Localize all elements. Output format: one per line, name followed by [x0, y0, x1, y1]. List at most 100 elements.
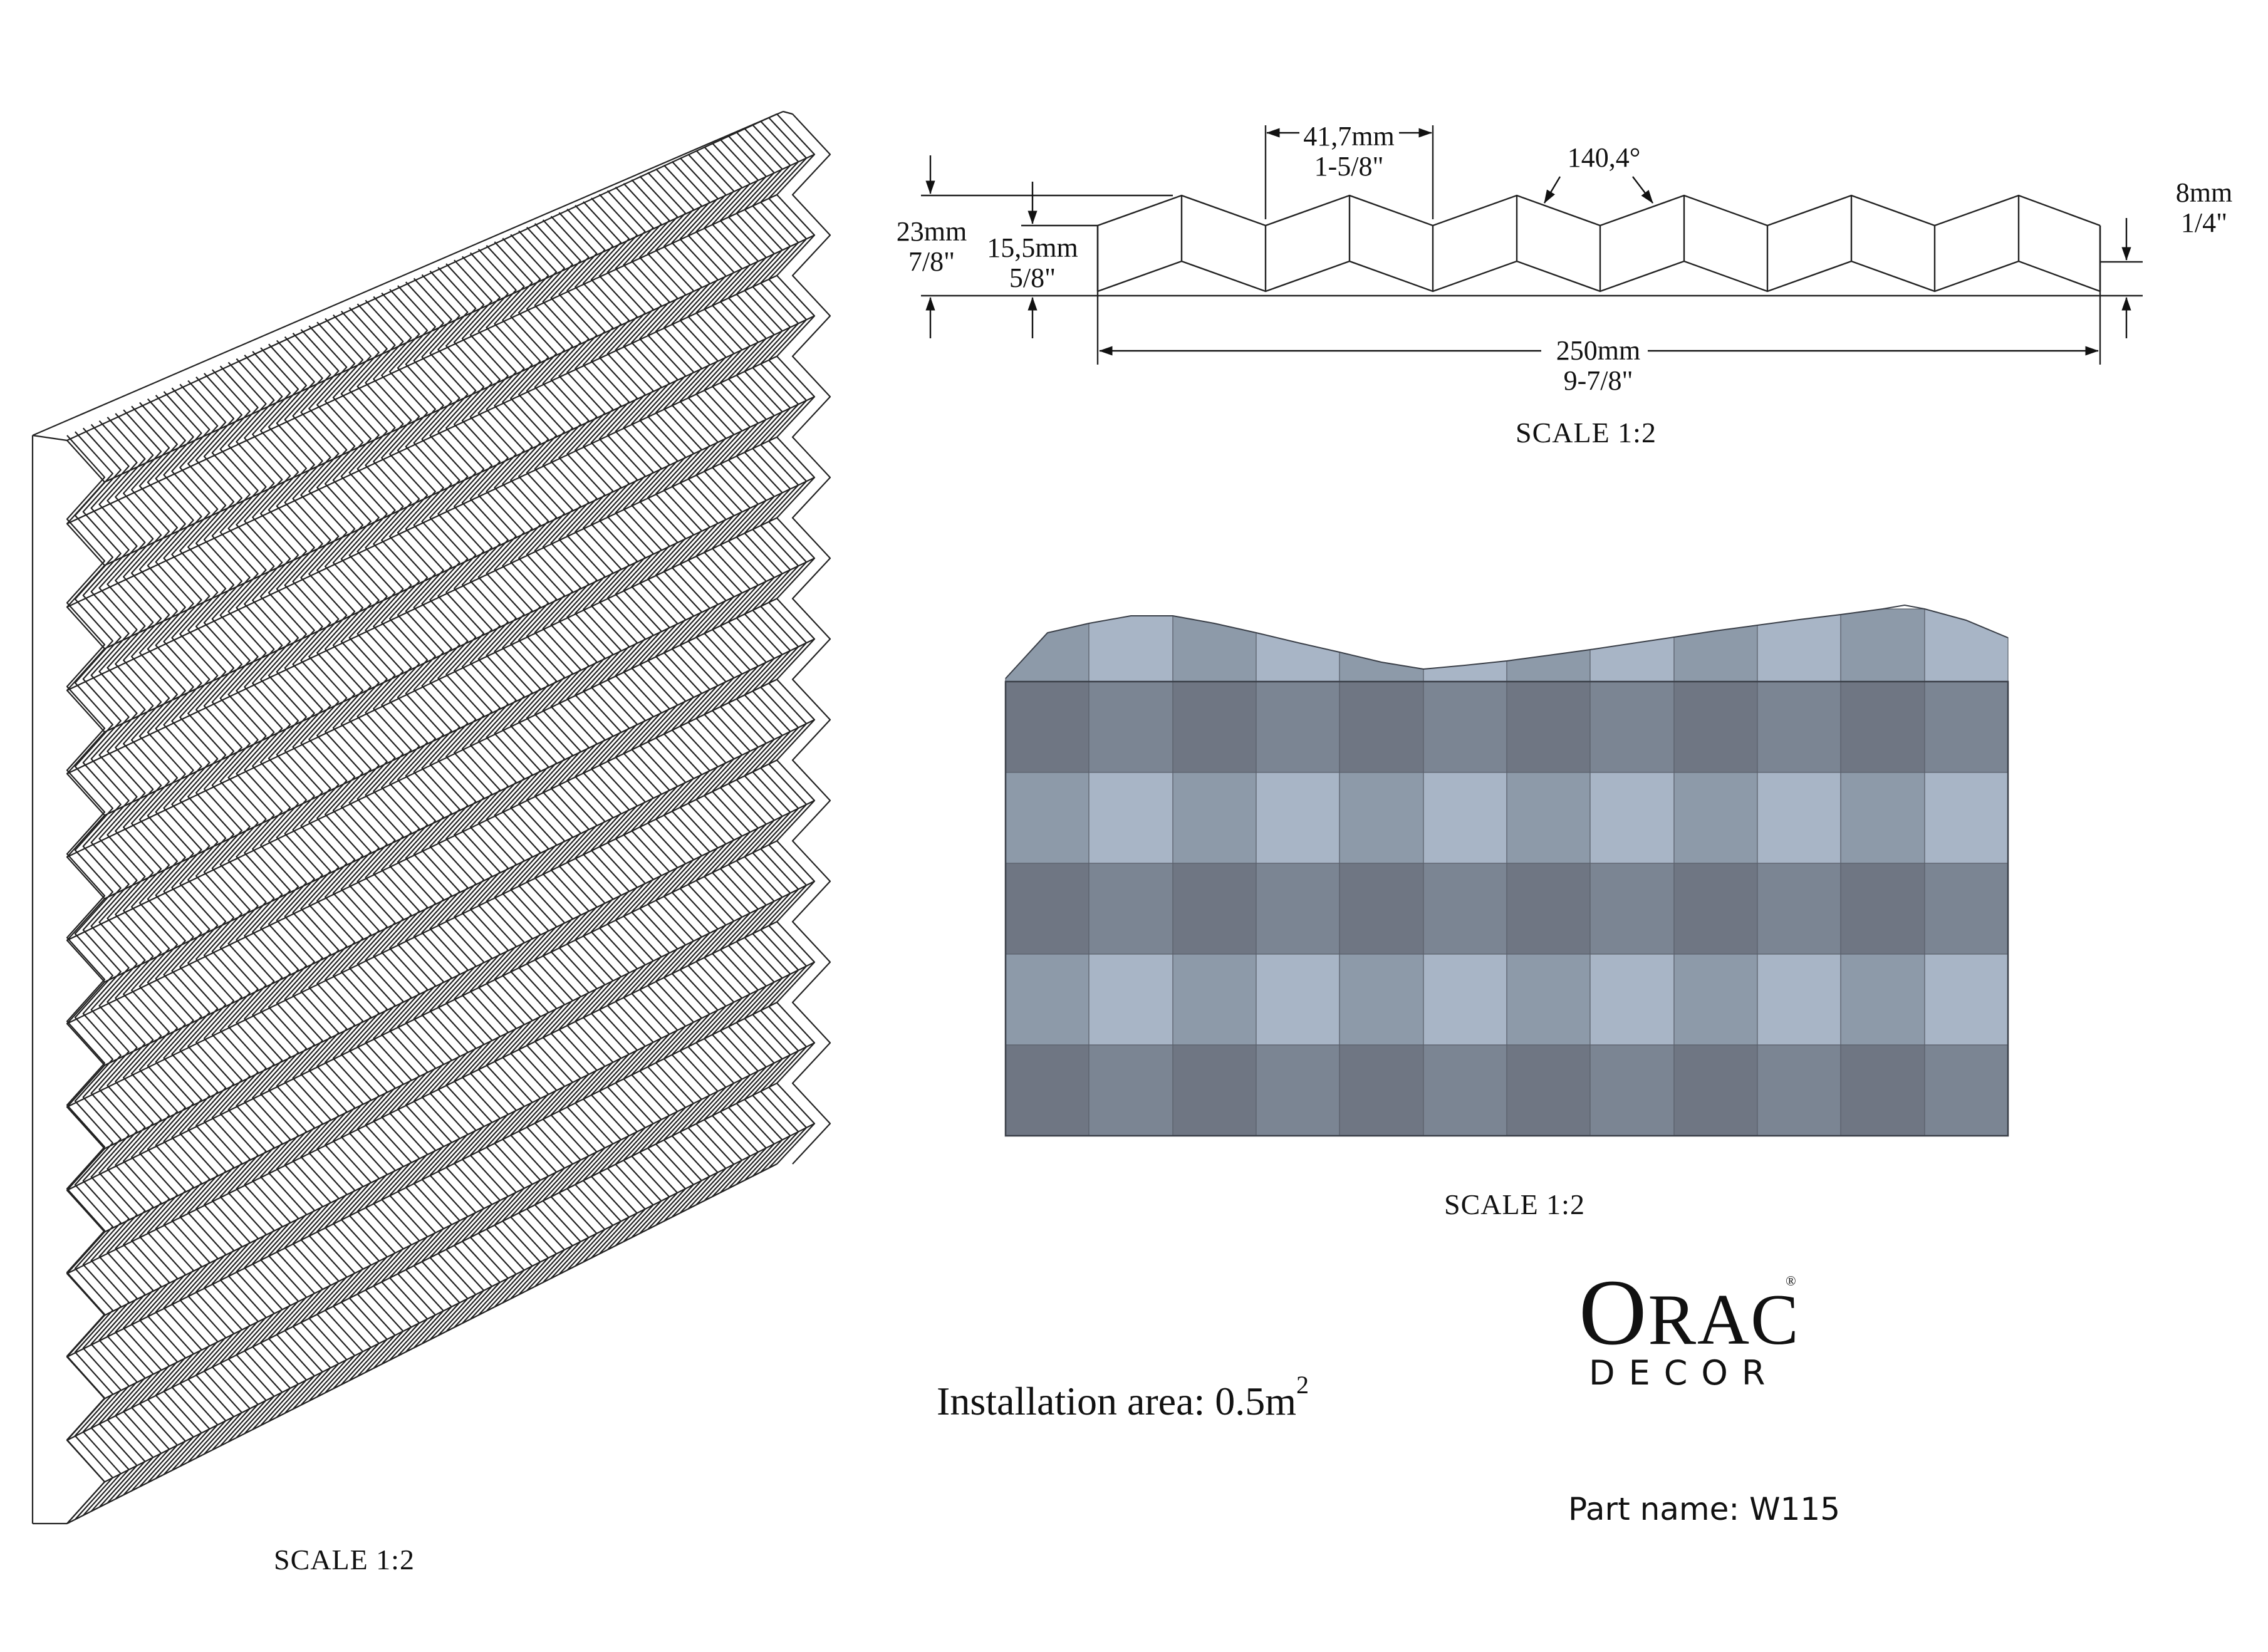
- front-tile: [1589, 953, 1675, 1046]
- front-tile: [1005, 623, 1090, 682]
- profile-section-drawing: 41,7mm 1-5/8" 140,4° 23mm 7/8" 15,5mm 5/…: [897, 121, 2232, 396]
- front-tile: [1423, 660, 1507, 682]
- base-mm-text: 8mm: [2176, 177, 2232, 208]
- iso-row-line: [66, 598, 778, 941]
- base-in-text: 1/4": [2181, 207, 2227, 238]
- profile-scale-label: SCALE 1:2: [1516, 417, 1657, 449]
- iso-strip-line: [163, 391, 202, 1475]
- front-tile: [1088, 953, 1173, 1046]
- front-tile: [1589, 681, 1675, 773]
- iso-row-line: [66, 517, 778, 858]
- front-tile: [1172, 953, 1257, 1046]
- front-tile: [1339, 1044, 1424, 1136]
- front-tile: [1673, 1044, 1758, 1136]
- front-tile: [1256, 863, 1340, 955]
- front-tile: [1840, 953, 1925, 1046]
- logo-decor-text: DECOR: [1589, 1353, 1779, 1393]
- front-tile: [1088, 1044, 1173, 1136]
- front-tile: [1673, 953, 1758, 1046]
- iso-strip-line: [155, 395, 194, 1479]
- iso-strip-line: [429, 270, 469, 1341]
- iso-strip-line: [510, 234, 549, 1299]
- iso-strip-line: [461, 256, 501, 1324]
- front-tile: [1172, 863, 1257, 955]
- iso-strip-line: [187, 380, 227, 1463]
- iso-strip-line: [477, 248, 517, 1316]
- iso-strip-line: [445, 263, 485, 1333]
- front-tile: [1005, 681, 1090, 773]
- front-tile: [1423, 681, 1507, 773]
- iso-strip-line: [244, 355, 283, 1435]
- front-tile: [1172, 615, 1257, 682]
- part-name-label: Part name: W115: [1568, 1491, 1841, 1527]
- iso-row-line: [66, 678, 778, 1024]
- iso-strip-line: [397, 285, 436, 1357]
- iso-row-line: [66, 840, 778, 1191]
- iso-strip-line: [252, 351, 291, 1430]
- logo-o: O: [1579, 1260, 1648, 1364]
- iso-strip-line: [373, 296, 412, 1369]
- front-tile: [1172, 1044, 1257, 1136]
- iso-strip-line: [147, 398, 186, 1483]
- iso-strip-line: [405, 281, 444, 1353]
- iso-row-line: [66, 274, 778, 608]
- iso-row-line: [104, 719, 815, 1066]
- front-view-top-silhouette: [1005, 604, 2009, 679]
- iso-front-zigzag: [66, 440, 106, 1524]
- width-mm-text: 250mm: [1556, 335, 1640, 366]
- iso-strip-line: [486, 245, 525, 1312]
- iso-strip-line: [300, 329, 340, 1406]
- front-tile: [1589, 863, 1675, 955]
- iso-row-line: [66, 921, 778, 1274]
- iso-strip-line: [469, 252, 509, 1320]
- front-tile: [1256, 953, 1340, 1046]
- angle-text: 140,4°: [1568, 142, 1641, 173]
- front-tile: [1005, 1044, 1090, 1136]
- iso-strip-line: [550, 216, 590, 1279]
- iso-row-line: [104, 799, 815, 1150]
- iso-top-edge: [32, 110, 784, 437]
- iso-strip-line: [171, 387, 211, 1471]
- front-tile: [1088, 863, 1173, 955]
- iso-right-top: [783, 110, 793, 115]
- iso-row-line: [66, 1083, 778, 1441]
- width-in-text: 9-7/8": [1564, 365, 1633, 396]
- front-tile: [1673, 625, 1758, 682]
- front-scale-label: SCALE 1:2: [1444, 1188, 1585, 1220]
- front-tile: [1924, 772, 2009, 864]
- front-tile: [1088, 681, 1173, 773]
- iso-scale-label: SCALE 1:2: [274, 1544, 415, 1576]
- iso-strip-line: [123, 409, 162, 1496]
- iso-strip-line: [203, 373, 242, 1455]
- front-tile: [1256, 632, 1340, 682]
- iso-strip-line: [494, 241, 533, 1308]
- iso-row-line: [104, 638, 815, 983]
- iso-top-corner: [32, 434, 68, 442]
- front-tile: [1757, 1044, 1841, 1136]
- front-tile: [1339, 772, 1424, 864]
- iso-row-line: [104, 961, 815, 1316]
- front-tile: [1840, 772, 1925, 864]
- front-tile: [1924, 1044, 2009, 1136]
- iso-strip-line: [179, 383, 219, 1467]
- front-tile: [1172, 681, 1257, 773]
- front-tile: [1506, 649, 1591, 682]
- front-tile: [1673, 863, 1758, 955]
- front-tile: [1840, 608, 1925, 682]
- front-tile: [1757, 681, 1841, 773]
- front-tile: [1339, 953, 1424, 1046]
- peak-height-in-text: 5/8": [1009, 262, 1056, 293]
- iso-row-line: [104, 558, 815, 900]
- iso-strip-line: [74, 431, 113, 1520]
- isometric-panel-drawing: [31, 110, 831, 1525]
- iso-row-line: [104, 315, 815, 650]
- front-tile: [1924, 681, 2009, 773]
- front-tile: [1924, 863, 2009, 955]
- pitch-mm-text: 41,7mm: [1303, 121, 1394, 152]
- logo-rac: RAC: [1648, 1280, 1800, 1359]
- iso-strip-line: [316, 321, 356, 1398]
- iso-strip-line: [259, 347, 299, 1426]
- front-tile: [1757, 863, 1841, 955]
- front-view-outline: [1004, 680, 2009, 1137]
- angle-arrow-left: [1543, 176, 1561, 204]
